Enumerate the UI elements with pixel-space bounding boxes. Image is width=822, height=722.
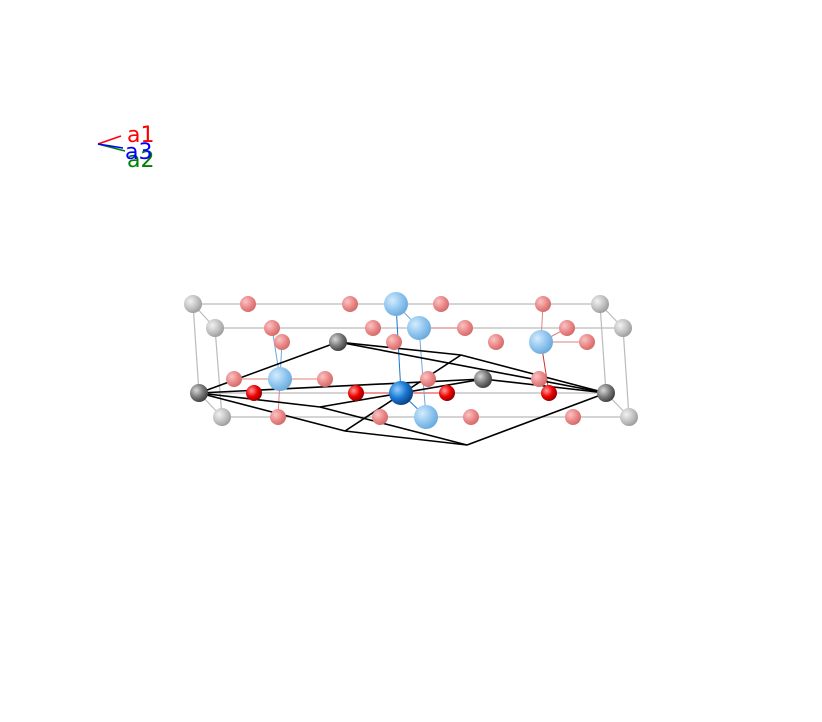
ghost-small-atom	[342, 296, 358, 312]
axis-indicator: a1 a2 a3	[97, 123, 154, 173]
a3-axis-line	[97, 143, 124, 149]
a1-axis-label: a1	[127, 123, 154, 148]
ghost-host-atom	[184, 295, 202, 313]
a1-axis-line	[97, 135, 122, 145]
large-atom	[389, 381, 413, 405]
small-atom	[439, 385, 455, 401]
primitive-cell-edges	[198, 341, 607, 446]
ghost-small-atom	[457, 320, 473, 336]
ghost-large-atom	[384, 292, 408, 316]
small-atom	[246, 385, 262, 401]
ghost-small-atom	[420, 371, 436, 387]
ghost-small-atom	[559, 320, 575, 336]
ghost-small-atom	[365, 320, 381, 336]
ghost-small-atom	[488, 334, 504, 350]
ghost-small-atom	[226, 371, 242, 387]
ghost-small-atom	[264, 320, 280, 336]
ghost-small-atom	[565, 409, 581, 425]
ghost-small-atom	[531, 371, 547, 387]
ghost-large-atom	[268, 367, 292, 391]
host-atom	[329, 333, 347, 351]
ghost-large-atom	[529, 330, 553, 354]
ghost-small-atom	[240, 296, 256, 312]
small-atom	[348, 385, 364, 401]
ghost-large-atom	[407, 316, 431, 340]
ghost-large-atom	[414, 405, 438, 429]
a3-axis-label: a3	[125, 140, 152, 165]
ghost-small-atom	[274, 334, 290, 350]
host-atom	[190, 384, 208, 402]
a2-axis-label: a2	[127, 148, 154, 173]
ghost-small-atom	[579, 334, 595, 350]
ghost-host-atom	[213, 408, 231, 426]
ghost-small-atom	[270, 409, 286, 425]
ghost-small-atom	[386, 334, 402, 350]
small-atom	[541, 385, 557, 401]
host-atom	[597, 384, 615, 402]
ghost-host-atom	[614, 319, 632, 337]
ghost-host-atom	[620, 408, 638, 426]
ghost-small-atom	[433, 296, 449, 312]
ghost-small-atom	[463, 409, 479, 425]
ghost-atoms	[184, 292, 638, 429]
ghost-small-atom	[372, 409, 388, 425]
ghost-host-atom	[206, 319, 224, 337]
primary-atoms	[190, 333, 615, 405]
ghost-small-atom	[317, 371, 333, 387]
host-atom	[474, 370, 492, 388]
ghost-host-atom	[591, 295, 609, 313]
ghost-small-atom	[535, 296, 551, 312]
